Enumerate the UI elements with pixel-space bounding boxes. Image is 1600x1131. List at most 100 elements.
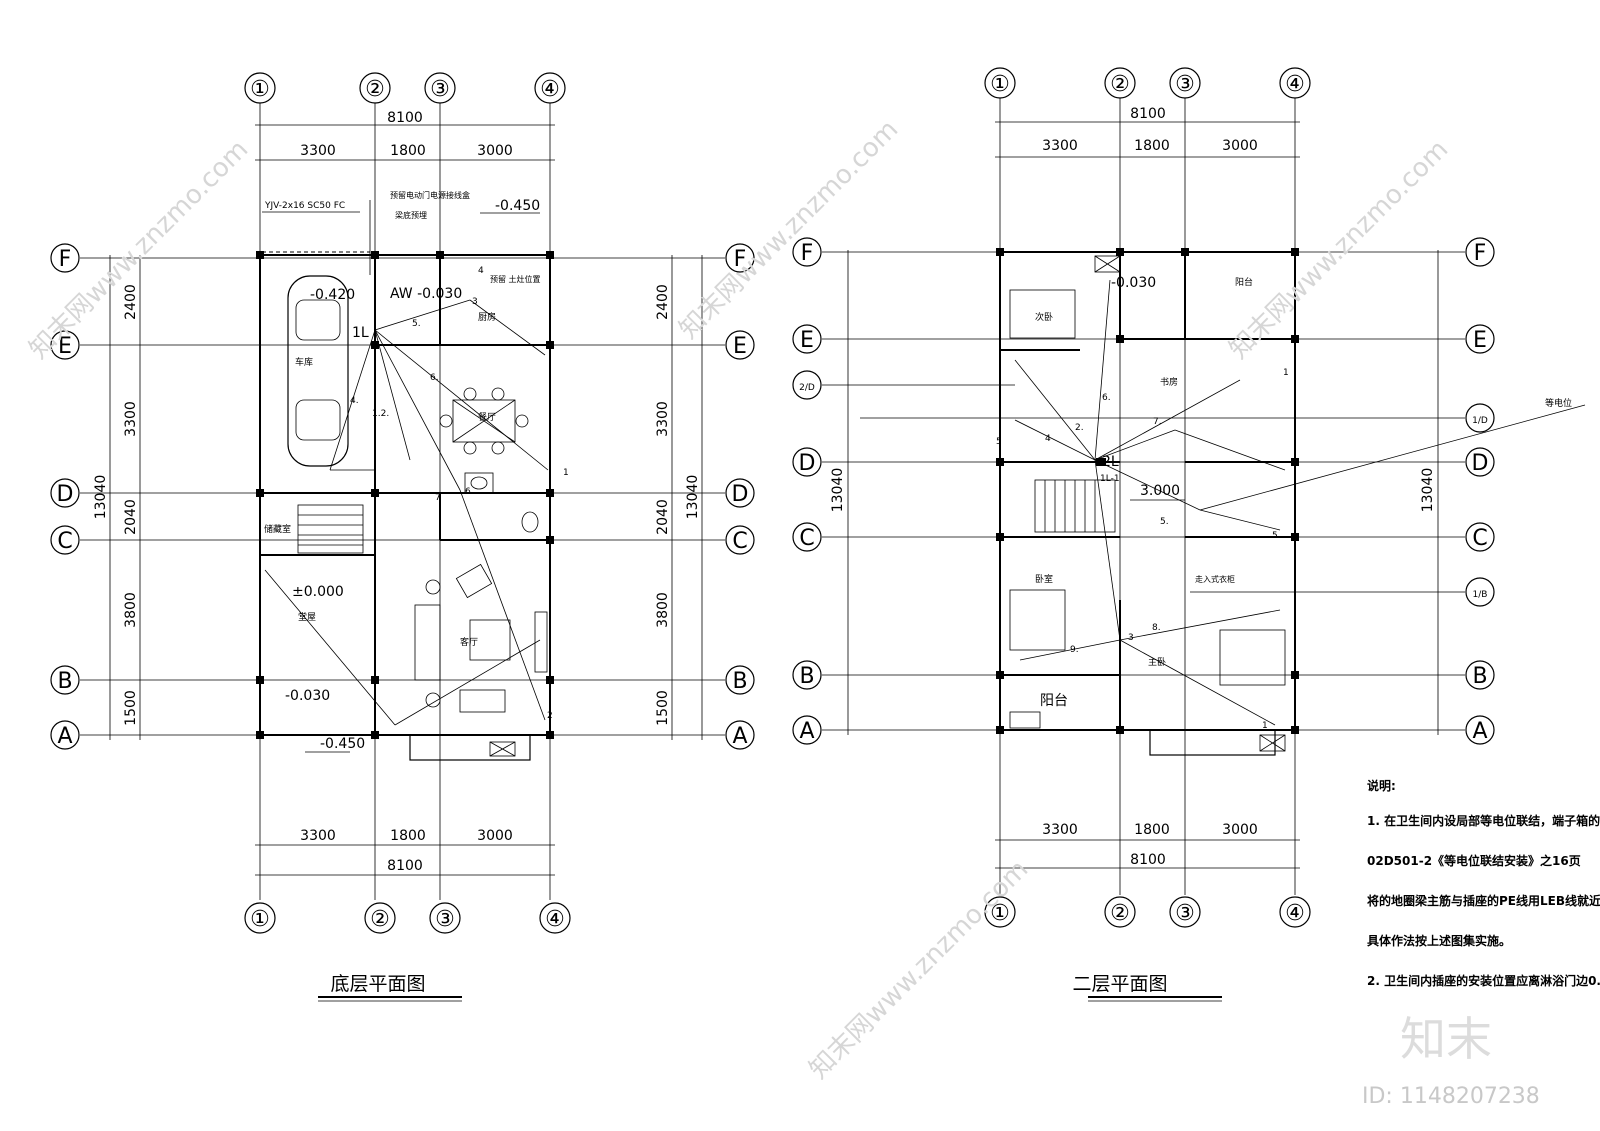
circuit-12: 1.2. (372, 409, 389, 419)
svg-text:E: E (58, 334, 72, 359)
svg-text:E: E (733, 334, 747, 359)
axis-bubble-3-top: ③ (424, 72, 456, 104)
dim-row-2-right: 3300 (655, 401, 671, 437)
u-circuit-5-mid: 5. (1160, 517, 1169, 527)
room-master: 主卧 (1148, 656, 1166, 668)
dim-row-3-right: 2040 (655, 499, 671, 535)
dim-row-2-left: 3300 (123, 401, 139, 437)
svg-text:2/D: 2/D (799, 383, 815, 393)
ground-stair (297, 504, 364, 554)
svg-text:C: C (799, 526, 814, 551)
room-kitchen: 厨房 (478, 311, 496, 323)
room-storage: 储藏室 (264, 523, 291, 535)
svg-text:D: D (799, 451, 816, 476)
upper-walls (996, 248, 1299, 756)
room-dining: 餐厅 (478, 411, 496, 423)
axis-bubble-u3-bottom: ③ (1169, 896, 1201, 928)
room-balcony-bottom: 阳台 (1040, 693, 1068, 709)
svg-text:②: ② (1110, 72, 1130, 97)
axis-bubble-1-top: ① (244, 72, 276, 104)
room-balcony-top: 阳台 (1235, 276, 1253, 288)
upper-wiring (1014, 279, 1586, 726)
axis-bubble-u4-top: ④ (1279, 67, 1311, 99)
elev-hall: ±0.000 (292, 584, 344, 600)
u-circuit-4: 4 (1045, 434, 1051, 444)
axis-bubble-u1-bottom: ① (984, 896, 1016, 928)
dim-overall-bottom: 8100 (387, 858, 423, 874)
svg-text:C: C (57, 529, 72, 554)
u-circuit-8: 8. (1152, 623, 1161, 633)
svg-text:B: B (799, 664, 814, 689)
svg-text:E: E (1473, 328, 1487, 353)
u-dim-span-3-bottom: 3000 (1222, 822, 1258, 838)
svg-text:④: ④ (1285, 901, 1305, 926)
dim-row-1-right: 2400 (655, 284, 671, 320)
car-symbol (287, 275, 349, 467)
svg-text:F: F (1474, 241, 1487, 266)
dim-total-left: 13040 (93, 475, 109, 520)
svg-text:B: B (732, 669, 747, 694)
svg-text:①: ① (990, 901, 1010, 926)
reserved-door-box-note: 预留电动门电源接线盒 (390, 190, 470, 200)
upper-stair (1034, 479, 1116, 533)
upper-floor-plan: ① ② ③ ④ 8100 3300 1800 3000 3300 1800 30… (792, 67, 1586, 1002)
notes-line-1: 1. 在卫生间内设局部等电位联结，端子箱的做 (1367, 813, 1600, 828)
ldb-label: 等电位 (1545, 397, 1572, 409)
svg-text:D: D (57, 482, 74, 507)
dim-span-2-bottom: 1800 (390, 828, 426, 844)
svg-text:①: ① (250, 77, 270, 102)
notes-line-5: 2. 卫生间内插座的安装位置应离淋浴门边0.6 (1367, 973, 1600, 988)
circuit-4-kitchen: 4 (478, 266, 484, 276)
living-room-furniture (414, 563, 548, 713)
svg-text:①: ① (990, 72, 1010, 97)
u-circuit-6: 6. (1102, 393, 1111, 403)
beam-embed-note: 梁底预埋 (395, 210, 427, 220)
upper-plan-title: 二层平面图 (1072, 973, 1167, 995)
watermark-text: 知末网www.znzmo.com (804, 854, 1035, 1085)
ground-floor-plan: ① ② ③ ④ 8100 3300 1800 3000 3300 1800 30… (50, 72, 755, 1002)
svg-text:②: ② (1110, 901, 1130, 926)
svg-text:C: C (1472, 526, 1487, 551)
watermark-id: ID: 1148207238 (1362, 1084, 1540, 1109)
axis-bubble-u2-top: ② (1104, 67, 1136, 99)
svg-text:F: F (734, 247, 747, 272)
ground-wiring (264, 200, 549, 726)
u-circuit-7: 7. (1153, 417, 1162, 427)
cable-label: YJV-2x16 SC50 FC (264, 201, 345, 211)
svg-text:④: ④ (545, 907, 565, 932)
ground-wc-fixtures (464, 472, 539, 533)
u-dim-span-2-top: 1800 (1134, 138, 1170, 154)
u-circuit-9: 9. (1070, 645, 1079, 655)
row-axes-ground: F E D C B A F E D C B A (50, 243, 755, 750)
dim-total-right: 13040 (685, 475, 701, 520)
dim-overall-top: 8100 (387, 110, 423, 126)
u-circuit-2l: 2L (1102, 454, 1119, 470)
svg-text:F: F (801, 241, 814, 266)
watermark-text: 知末网www.znzmo.com (1224, 134, 1455, 365)
svg-text:F: F (59, 247, 72, 272)
ground-walls (256, 251, 554, 761)
svg-text:1/B: 1/B (1473, 590, 1488, 600)
notes-line-3: 将的地圈梁主筋与插座的PE线用LEB线就近 (1367, 893, 1600, 908)
notes-line-4: 具体作法按上述图集实施。 (1367, 933, 1511, 948)
room-living: 客厅 (460, 636, 478, 648)
u-dim-span-1-top: 3300 (1042, 138, 1078, 154)
svg-text:③: ③ (1175, 901, 1195, 926)
room-study: 书房 (1160, 376, 1178, 388)
svg-text:D: D (1472, 451, 1489, 476)
dim-span-1-bottom: 3300 (300, 828, 336, 844)
u-circuit-3: 3 (1128, 633, 1134, 643)
dim-row-4-left: 3800 (123, 592, 139, 628)
circuit-4: 4. (350, 396, 359, 406)
dim-row-1-left: 2400 (123, 284, 139, 320)
dim-span-1-top: 3300 (300, 143, 336, 159)
dim-span-3-bottom: 3000 (477, 828, 513, 844)
dim-span-3-top: 3000 (477, 143, 513, 159)
circuit-7: 7 (435, 493, 441, 503)
svg-text:③: ③ (435, 907, 455, 932)
elev-entry: -0.030 (285, 688, 330, 704)
u-circuit-5-left: 5 (996, 437, 1002, 447)
dim-row-3-left: 2040 (123, 499, 139, 535)
svg-text:A: A (799, 719, 814, 744)
axis-bubble-u1-top: ① (984, 67, 1016, 99)
